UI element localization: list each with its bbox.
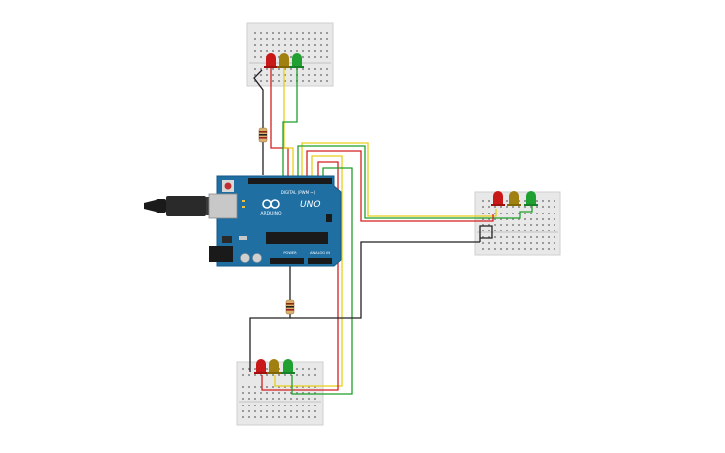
led-green-top[interactable] — [290, 53, 304, 68]
leds-top — [264, 53, 304, 68]
wire-right-red[interactable] — [306, 150, 494, 222]
resistor-top[interactable] — [258, 127, 268, 143]
wire-bottom-black[interactable] — [249, 260, 291, 372]
power-header[interactable] — [270, 258, 304, 264]
led-yellow-right[interactable] — [507, 191, 521, 206]
capacitor-1 — [240, 253, 250, 263]
dc-power-jack[interactable] — [209, 246, 233, 262]
arduino-uno-board[interactable]: DIGITAL (PWM ~) ARDUINO UNO POWER ANALOG… — [208, 175, 342, 267]
wire-ground-trunk[interactable] — [290, 241, 480, 319]
wire-right-black[interactable] — [479, 225, 493, 242]
wire-top-yellow[interactable] — [283, 68, 294, 182]
breadboard-top[interactable] — [246, 22, 334, 87]
arduino-logo-icon — [262, 199, 280, 209]
digital-label: DIGITAL (PWM ~) — [281, 190, 316, 195]
led-yellow-bottom[interactable] — [267, 359, 281, 374]
crystal — [239, 236, 247, 240]
wire-top-green[interactable] — [282, 68, 298, 182]
arduino-brand: ARDUINO — [260, 211, 282, 217]
icsp-header — [326, 214, 332, 222]
led-red-right[interactable] — [491, 191, 505, 206]
wire-bottom-yellow[interactable] — [274, 155, 343, 387]
digital-header[interactable] — [248, 178, 332, 184]
led-green-bottom[interactable] — [281, 359, 295, 374]
leds-right — [491, 191, 538, 206]
power-label: POWER — [283, 251, 297, 255]
reset-button[interactable] — [224, 182, 232, 190]
wires — [249, 68, 533, 395]
led-red-top[interactable] — [264, 53, 278, 68]
atmega-chip — [266, 232, 328, 244]
wire-bottom-red[interactable] — [261, 161, 339, 391]
board-led-l — [242, 200, 245, 202]
wire-bottom-green[interactable] — [291, 167, 353, 395]
led-green-right[interactable] — [524, 191, 538, 206]
wire-right-green[interactable] — [297, 145, 533, 219]
usb-port[interactable] — [208, 193, 238, 219]
wire-right-yellow[interactable] — [301, 142, 497, 217]
leds-bottom — [254, 359, 295, 374]
led-yellow-top[interactable] — [277, 53, 291, 68]
capacitor-2 — [252, 253, 262, 263]
voltage-regulator — [222, 236, 232, 243]
arduino-model: UNO — [300, 200, 320, 210]
wire-top-red[interactable] — [270, 68, 289, 182]
board-led-on — [242, 206, 245, 208]
resistor-bottom[interactable] — [285, 299, 295, 315]
analog-header[interactable] — [308, 258, 332, 264]
analog-label: ANALOG IN — [310, 251, 330, 255]
usb-cable[interactable] — [144, 196, 216, 216]
led-red-bottom[interactable] — [254, 359, 268, 374]
